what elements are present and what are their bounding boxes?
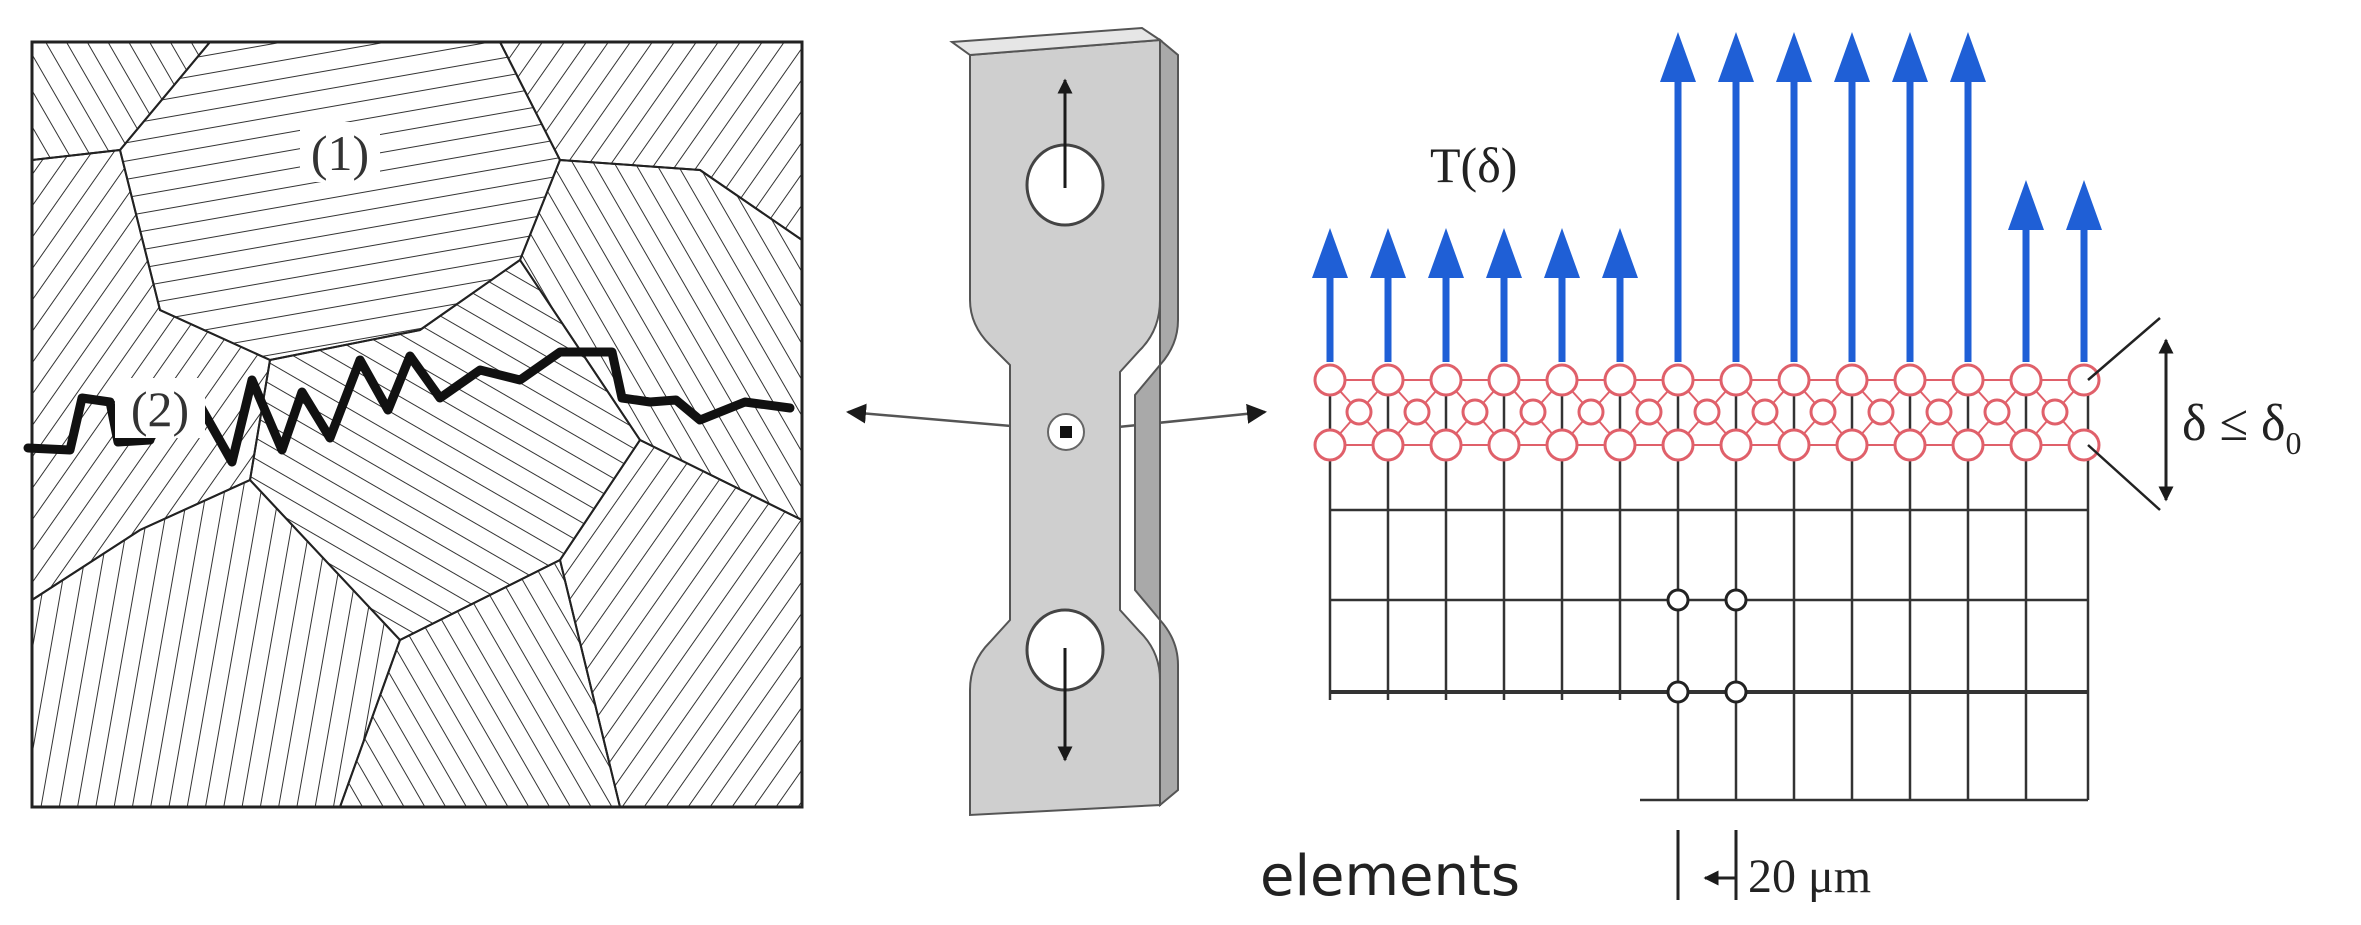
cohesive-layer [1313,363,2101,462]
cohesive-node [1661,363,1695,397]
grain-1-label-bg [300,122,380,182]
cohesive-node [1545,428,1579,462]
grain-2-label-bg [115,378,205,438]
tensile-specimen [949,26,1179,817]
cohesive-node [1925,398,1953,426]
traction-arrow-head [1950,32,1986,82]
material-point-cube [1060,426,1072,438]
traction-arrow-head [1834,32,1870,82]
traction-arrow-head [1312,228,1348,278]
cohesive-node [1545,363,1579,397]
grain-right-lower [558,438,802,807]
cohesive-node [1461,398,1489,426]
grain-microstructure-panel: (1) (2) [23,40,804,809]
traction-label: T(δ) [1430,137,1517,193]
cohesive-node [1951,363,1985,397]
grain-panel-frame [30,40,804,809]
traction-arrow-head [2008,180,2044,230]
cohesive-node [1951,428,1985,462]
traction-arrow-head [1544,228,1580,278]
cohesive-node [1809,398,1837,426]
specimen-top-edge [949,26,1163,57]
cohesive-node [1835,428,1869,462]
grain-1-label: (1) [311,125,369,181]
cohesive-node [1429,428,1463,462]
traction-arrow-head [1370,228,1406,278]
cohesive-node [1371,428,1405,462]
cohesive-node [1719,428,1753,462]
cohesive-node [2067,428,2101,462]
traction-arrows [1312,32,2102,362]
cohesive-node [1751,398,1779,426]
cohesive-node [1635,398,1663,426]
traction-arrow-head [1660,32,1696,82]
cohesive-node [1777,363,1811,397]
cohesive-node [2041,398,2069,426]
cohesive-node [1893,363,1927,397]
connector-arrow-right [1107,403,1267,430]
cohesive-node [2067,363,2101,397]
cohesive-node [1693,398,1721,426]
cohesive-node [1835,363,1869,397]
cohesive-node [1577,398,1605,426]
traction-arrow-head [1486,228,1522,278]
elements-label: elements [1260,844,1520,909]
cohesive-node [1983,398,2011,426]
cohesive-node [1603,428,1637,462]
cohesive-node [1487,363,1521,397]
cohesive-node [1777,428,1811,462]
traction-arrow-head [2066,180,2102,230]
traction-arrow-head [1428,228,1464,278]
separation-wedge-upper [2087,317,2161,381]
cohesive-node [2009,428,2043,462]
cohesive-node [1893,428,1927,462]
connector-arrow-left [846,403,1036,430]
traction-arrow-head [1776,32,1812,82]
cohesive-node [1867,398,1895,426]
separation-label: δ ≤ δ0 [2182,395,2302,461]
mesh-nodes [1666,588,1748,704]
cohesive-node [1345,398,1373,426]
cohesive-node [1519,398,1547,426]
separation-wedge-lower [2087,444,2161,511]
crack-path [23,347,795,467]
cohesive-node [2009,363,2043,397]
traction-arrow-head [1718,32,1754,82]
specimen-side [1134,37,1179,808]
cohesive-node [1313,428,1347,462]
grain-bottom-mid [338,558,622,807]
cohesive-zone-panel: T(δ) δ ≤ δ0 elements 20 μm [1260,32,2302,909]
scale-bar-label: 20 μm [1748,850,1871,903]
cohesive-node [1429,363,1463,397]
cohesive-node [1603,363,1637,397]
grain-2-label: (2) [131,381,189,437]
cohesive-node [1371,363,1405,397]
cohesive-node [1403,398,1431,426]
cohesive-node [1313,363,1347,397]
cohesive-node [1719,363,1753,397]
cohesive-node [1487,428,1521,462]
traction-arrow-head [1602,228,1638,278]
cohesive-node [1661,428,1695,462]
traction-arrow-head [1892,32,1928,82]
